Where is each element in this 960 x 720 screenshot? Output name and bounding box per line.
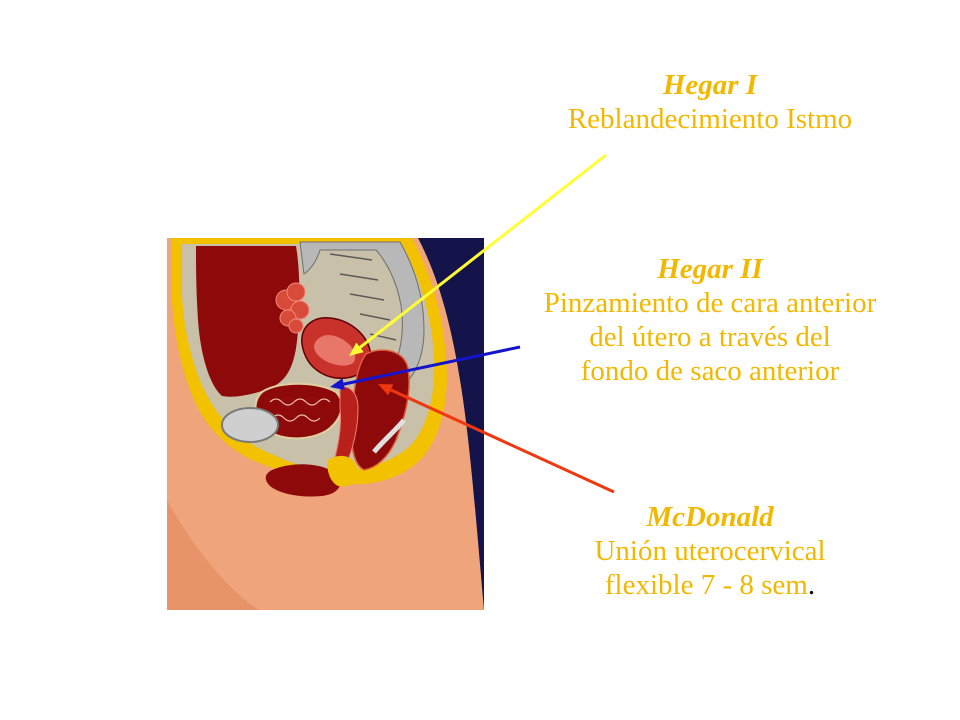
pubic-bone xyxy=(221,407,279,443)
mcdonald-line-1: Unión uterocervical xyxy=(594,535,826,567)
ovary-blob xyxy=(288,318,304,334)
uterine-cavity xyxy=(314,335,356,366)
vertebra-mark xyxy=(349,293,385,301)
hegar1-label: Hegar I Reblandecimiento Istmo xyxy=(480,68,940,136)
hegar1-line-1: Reblandecimiento Istmo xyxy=(567,103,853,135)
pointer-arrows xyxy=(330,153,615,494)
skin-shade xyxy=(167,500,260,610)
hegar2-line-2: del útero a través del xyxy=(589,321,831,353)
mcdonald-arrow xyxy=(378,384,615,494)
mcdonald-period: . xyxy=(807,569,816,601)
buttock-shade xyxy=(372,418,406,454)
hegar1-arrow xyxy=(349,153,607,356)
vertebra-mark xyxy=(359,313,391,321)
hegar2-line-1: Pinzamiento de cara anterior xyxy=(543,287,877,319)
hegar2-arrow xyxy=(330,345,521,390)
external-genitalia xyxy=(265,464,341,497)
arrow-head xyxy=(349,342,364,356)
arrow-head xyxy=(330,378,345,390)
mcdonald-title: McDonald xyxy=(646,501,774,533)
mcdonald-line-2: flexible 7 - 8 sem xyxy=(604,569,808,601)
ovary-blob xyxy=(286,282,306,302)
anatomy-illustration xyxy=(167,238,484,610)
bladder-rugae xyxy=(269,398,331,422)
hegar2-line-3: fondo de saco anterior xyxy=(580,355,840,387)
hegar1-title: Hegar I xyxy=(662,69,758,101)
abdominal-cavity xyxy=(196,246,300,397)
vertebra-mark xyxy=(339,273,379,281)
vertebra-mark xyxy=(329,253,373,261)
ovary-cluster xyxy=(275,282,310,334)
mcdonald-label: McDonald Unión uterocervical flexible 7 … xyxy=(470,500,950,602)
arrow-shaft xyxy=(359,153,607,349)
hegar2-label: Hegar II Pinzamiento de cara anterior de… xyxy=(478,252,942,388)
arrow-head xyxy=(378,384,394,396)
hegar2-title: Hegar II xyxy=(657,253,763,285)
mcdonald-line-2-wrap: flexible 7 - 8 sem. xyxy=(470,568,950,602)
arrow-shaft xyxy=(343,345,521,386)
perineum-fat xyxy=(327,455,359,487)
arrow-shaft xyxy=(390,388,615,494)
vagina xyxy=(331,386,359,471)
